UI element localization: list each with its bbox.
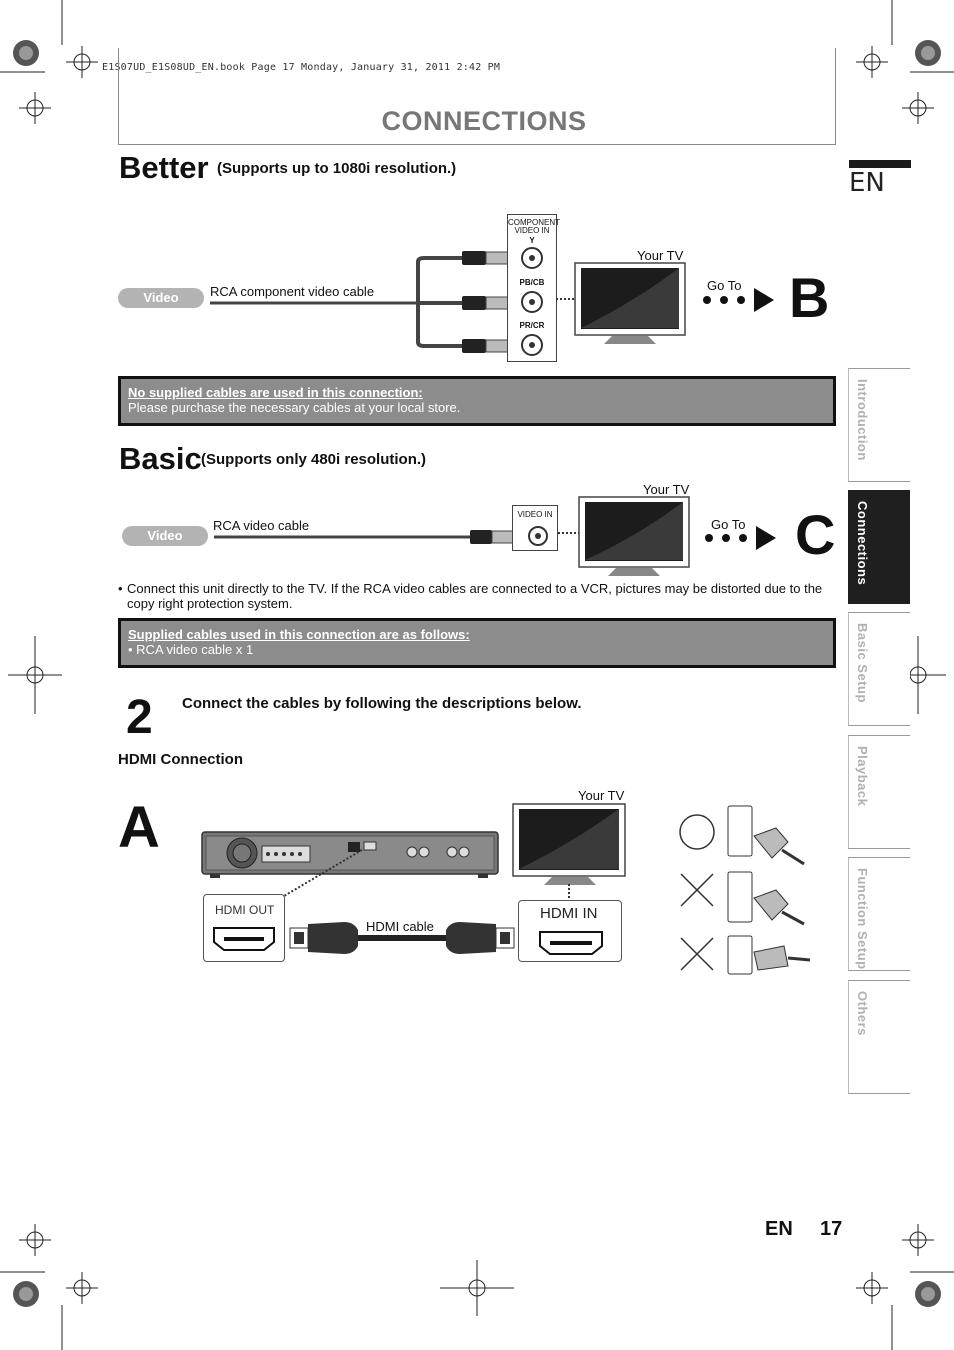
book-info-line: E1S07UD_E1S08UD_EN.book Page 17 Monday, … <box>102 62 501 73</box>
go-to-label: Go To <box>711 517 746 532</box>
tv-icon <box>512 803 626 885</box>
tab-label: Others <box>855 991 870 1036</box>
tab-function-setup[interactable]: Function Setup <box>848 857 910 971</box>
hdmi-cable-label: HDMI cable <box>366 919 434 934</box>
footer-lang: EN <box>765 1218 793 1240</box>
hdmi-out-label: HDMI OUT <box>215 903 275 917</box>
note-title: No supplied cables are used in this conn… <box>128 385 423 400</box>
tv-icon <box>578 496 690 576</box>
side-lang-label: EN <box>849 168 885 198</box>
tab-label: Introduction <box>855 379 870 461</box>
jack-title-2: VIDEO IN <box>514 226 550 235</box>
video-pill: Video <box>118 288 204 308</box>
player-rear-panel <box>201 831 499 878</box>
note-no-supplied-cables: No supplied cables are used in this conn… <box>118 376 836 426</box>
jack-title-1: COMPONENT <box>508 218 560 227</box>
hdmi-orientation-guide <box>679 805 811 975</box>
dotted-link <box>558 532 582 534</box>
step-instruction: Connect the cables by following the desc… <box>182 695 582 712</box>
hdmi-port-icon <box>213 927 275 951</box>
tab-introduction[interactable]: Introduction <box>848 368 910 482</box>
rca-cable-label: RCA video cable <box>213 518 310 533</box>
note-supplied-cables: Supplied cables used in this connection … <box>118 618 836 668</box>
tab-basic-setup[interactable]: Basic Setup <box>848 612 910 726</box>
tab-label: Function Setup <box>855 868 870 970</box>
bullet-text: Connect this unit directly to the TV. If… <box>127 581 823 611</box>
header-frame <box>118 48 836 145</box>
video-in-label: VIDEO IN <box>517 510 553 519</box>
basic-heading: Basic <box>119 441 202 476</box>
diagram-letter-a: A <box>118 795 160 860</box>
go-to-label: Go To <box>707 278 742 293</box>
note-bullet: • <box>128 642 137 657</box>
bullet-dot: • <box>118 581 123 596</box>
wrong-cross-icon <box>680 873 714 907</box>
note-body: Please purchase the necessary cables at … <box>128 400 461 415</box>
dotted-link <box>283 849 363 897</box>
wrong-cross-icon <box>680 937 714 971</box>
go-to-letter-b: B <box>789 266 830 329</box>
tab-connections[interactable]: Connections <box>848 490 910 604</box>
jack-pr-label: PR/CR <box>519 321 545 330</box>
component-jacks <box>521 247 543 356</box>
page-number: 17 <box>820 1218 843 1240</box>
hdmi-port-icon <box>539 931 603 955</box>
hdmi-cable-icon <box>289 922 515 954</box>
tab-label: Connections <box>855 501 870 586</box>
bullet-note: • Connect this unit directly to the TV. … <box>118 581 830 611</box>
note-title: Supplied cables used in this connection … <box>128 627 470 642</box>
tab-playback[interactable]: Playback <box>848 735 910 849</box>
your-tv-label: Your TV <box>637 248 684 263</box>
correct-circle-icon <box>679 814 715 850</box>
your-tv-label: Your TV <box>643 482 690 497</box>
step-number: 2 <box>126 691 153 744</box>
rca-cable-diagram <box>214 530 517 544</box>
go-to-arrow-icon <box>703 288 774 312</box>
section-title: CONNECTIONS <box>381 106 587 136</box>
go-to-arrow-icon <box>705 526 776 550</box>
side-lang-bar <box>849 160 911 168</box>
jack-y-label: Y <box>529 236 535 245</box>
go-to-letter-c: C <box>795 503 836 566</box>
tab-label: Playback <box>855 746 870 807</box>
component-diagram <box>210 251 513 353</box>
note-body: RCA video cable x 1 <box>136 642 254 657</box>
component-cable-label: RCA component video cable <box>210 284 375 299</box>
jack-pb-label: PB/CB <box>519 278 545 287</box>
better-subheading: (Supports up to 1080i resolution.) <box>217 160 457 177</box>
tab-others[interactable]: Others <box>848 980 910 1094</box>
video-in-jack <box>528 526 548 546</box>
video-pill: Video <box>122 526 208 546</box>
basic-subheading: (Supports only 480i resolution.) <box>201 451 427 468</box>
tv-icon <box>574 262 686 344</box>
better-heading: Better <box>119 150 209 185</box>
your-tv-label: Your TV <box>578 788 625 803</box>
hdmi-heading: HDMI Connection <box>118 751 243 768</box>
hdmi-in-label: HDMI IN <box>540 905 598 922</box>
tab-label: Basic Setup <box>855 623 870 703</box>
